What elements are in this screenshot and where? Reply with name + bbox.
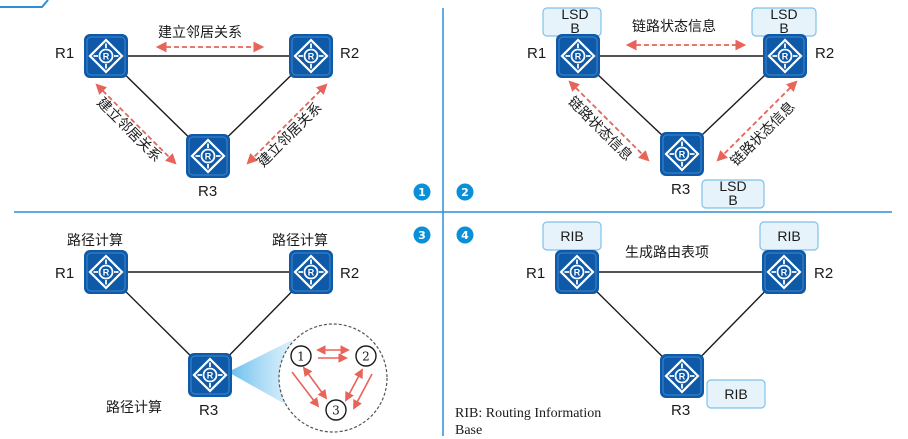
lsdb-tag-line1: LSD	[770, 6, 797, 22]
step-badge-3: 3	[413, 226, 431, 244]
lsdb-tag-line1: LSD	[561, 6, 588, 22]
router-icon	[289, 250, 333, 294]
lsdb-tag-line2: B	[728, 192, 737, 208]
quad-2-lsdb: LSD B LSD B LSD B R1 R2 R3 链路状态信息 链路状态信息…	[527, 6, 834, 209]
quad-1-neighbor: R1 R2 R3 建立邻居关系 建立邻居关系 建立邻居关系	[55, 25, 359, 200]
router-label-r3: R3	[671, 181, 690, 198]
router-icon	[188, 353, 232, 397]
lsdb-tag-line1: LSD	[719, 178, 746, 194]
quad-4-routing-table: RIB RIB RIB R1 R2 R3 生成路由表项 RIB: Routing…	[455, 221, 833, 438]
lsdb-tag-line2: B	[570, 20, 579, 36]
lsdb-tag-r1: LSD B	[542, 6, 602, 37]
router-label-r1: R1	[526, 265, 545, 282]
router-label-r3: R3	[199, 402, 218, 419]
arrow-right	[246, 83, 328, 165]
router-label-r1: R1	[55, 265, 74, 282]
router-icon	[660, 354, 704, 398]
lsdb-tag-r3: LSD B	[701, 178, 765, 209]
spf-node-label: 1	[297, 350, 305, 364]
spf-node	[290, 345, 312, 367]
spf-node	[355, 345, 377, 367]
edge-label-right: 链路状态信息	[727, 98, 798, 169]
lsdb-tag-r2: LSD B	[751, 6, 817, 37]
spf-arrow	[291, 371, 320, 408]
router-icon	[84, 250, 128, 294]
step-badge-2: 2	[456, 183, 474, 201]
arrow-left	[568, 80, 650, 162]
spf-node-label: 3	[332, 404, 340, 418]
corner-accent	[0, 0, 49, 8]
router-label-r3: R3	[671, 402, 690, 419]
edge-label-top: 链路状态信息	[632, 18, 716, 35]
zoom-beam	[228, 340, 292, 408]
edge-label-right: 建立邻居关系	[255, 100, 326, 171]
router-icon	[762, 250, 806, 294]
router-label-r2: R2	[340, 265, 359, 282]
calc-label-r2: 路径计算	[272, 233, 328, 249]
router-label-r1: R1	[527, 45, 546, 62]
spf-arrow	[345, 368, 363, 402]
svg-text:3: 3	[418, 229, 426, 242]
router-label-r3: R3	[198, 183, 217, 200]
rib-tag-r2: RIB	[759, 221, 819, 251]
rib-tag-label: RIB	[777, 228, 800, 244]
spf-arrow	[302, 366, 328, 400]
router-icon	[186, 134, 230, 178]
spf-arrow	[353, 373, 373, 410]
router-icon	[556, 34, 600, 78]
router-label-r2: R2	[340, 45, 359, 62]
router-icon	[763, 34, 807, 78]
rib-note-line1: RIB: Routing Information	[455, 406, 601, 421]
edge-label-top: 建立邻居关系	[158, 25, 242, 41]
arrow-left	[95, 83, 177, 165]
quad-3-calculation: 1 2 3 R1 R2 R3 路径计算 路径计算 路径计算	[55, 233, 388, 433]
quad-4-title: 生成路由表项	[625, 245, 709, 261]
router-icon	[84, 34, 128, 78]
svg-text:4: 4	[461, 229, 469, 242]
spf-bubble: 1 2 3	[278, 323, 388, 433]
router-label-r2: R2	[815, 45, 834, 62]
rib-tag-r3: RIB	[706, 379, 766, 409]
spf-node	[325, 399, 347, 421]
rib-tag-label: RIB	[724, 386, 747, 402]
spf-node-label: 2	[362, 350, 370, 364]
step-badge-4: 4	[456, 226, 474, 244]
calc-label-r1: 路径计算	[67, 233, 123, 249]
arrow-right	[716, 80, 798, 162]
edge-label-left: 链路状态信息	[564, 93, 635, 164]
router-icon	[555, 250, 599, 294]
svg-text:1: 1	[418, 186, 426, 199]
router-label-r2: R2	[814, 265, 833, 282]
step-badge-1: 1	[413, 183, 431, 201]
router-label-r1: R1	[55, 45, 74, 62]
rib-tag-r1: RIB	[542, 221, 602, 251]
rib-tag-label: RIB	[560, 228, 583, 244]
rib-note-line2: Base	[455, 423, 482, 438]
edge-label-left: 建立邻居关系	[93, 95, 164, 166]
router-icon	[660, 132, 704, 176]
calc-label-r3: 路径计算	[106, 400, 162, 416]
router-icon	[289, 34, 333, 78]
lsdb-tag-line2: B	[779, 20, 788, 36]
svg-text:2: 2	[461, 186, 469, 199]
